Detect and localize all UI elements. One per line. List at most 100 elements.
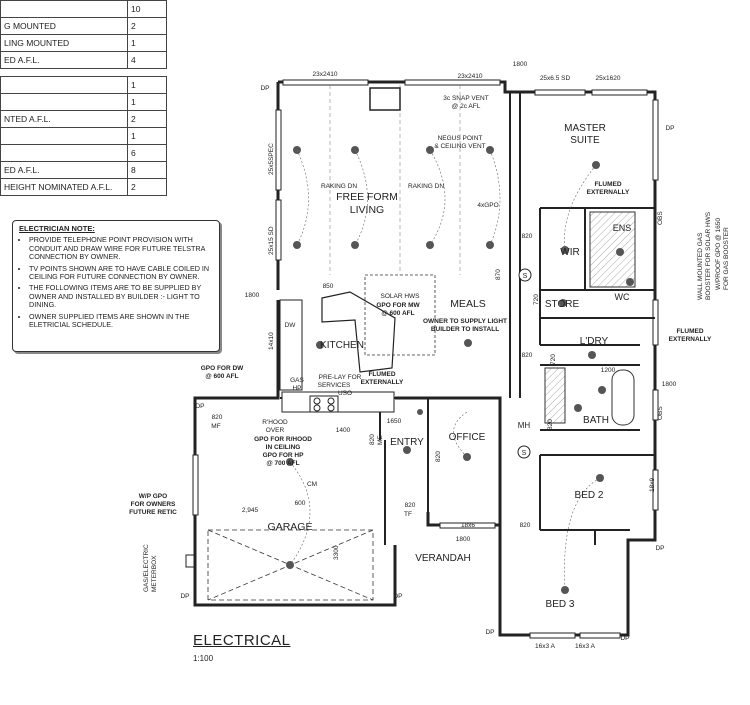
cooktop: [309, 395, 339, 413]
light-icon: [561, 586, 569, 594]
negus-label: & CEILING VENT: [434, 143, 485, 150]
gpo-mw-label: @ 600 AFL: [381, 310, 414, 317]
gpo-dw-label: @ 600 AFL: [205, 373, 238, 380]
rhood-label: OVER: [266, 427, 285, 434]
room-label: MASTER: [564, 123, 606, 134]
prelay-label: PRE-LAY FOR: [319, 374, 362, 381]
dimension-label: 1200: [601, 367, 616, 374]
dishwasher-label: DW: [285, 322, 297, 329]
raking-label: RAKING DN: [408, 183, 444, 190]
flumed-label: EXTERNALLY: [669, 336, 712, 343]
dimension-label: 3300: [333, 545, 340, 560]
dimension-label: 720: [550, 354, 557, 365]
negus-label: NEGUS POINT: [438, 135, 483, 142]
obs-label: OBS: [657, 406, 664, 420]
dimension-label: 1800: [513, 61, 528, 68]
cm-label: CM: [307, 481, 317, 488]
room-label: KITCHEN: [320, 340, 364, 351]
hob-icon: [327, 404, 335, 412]
light-icon: [588, 351, 596, 359]
note-heading: ELECTRICIAN NOTE:: [19, 224, 95, 233]
flumed-label: EXTERNALLY: [587, 189, 630, 196]
wall-gas-label: WALL MOUNTED GAS: [697, 232, 704, 300]
windows: [192, 79, 659, 639]
room-label: MH: [518, 421, 531, 430]
smoke-detector-icon: [517, 445, 531, 459]
switch-label: S: [522, 450, 527, 457]
dimension-label: 820: [435, 451, 442, 462]
dimension-label: 1800: [662, 381, 677, 388]
room-label: ENS: [613, 223, 632, 233]
rhood-label: R'HOOD: [262, 419, 288, 426]
window-label: 25x5SPEC: [268, 143, 275, 175]
light-icon: [574, 404, 582, 412]
room-label: BED 3: [546, 599, 575, 610]
uso-label: USO: [338, 390, 352, 397]
note-item: TV POINTS SHOWN ARE TO HAVE CABLE COILED…: [29, 264, 213, 282]
room-label: MEALS: [450, 298, 486, 310]
bath-shower: [544, 367, 566, 424]
dimension-label: 850: [323, 283, 334, 290]
note-item: THE FOLLOWING ITEMS ARE TO BE SUPPLIED B…: [29, 284, 213, 309]
room-label: STORE: [545, 299, 580, 310]
dimension-label: 600: [295, 500, 306, 507]
meterbox-label: METERBOX: [151, 555, 158, 592]
snap-vent-label: 3c SNAP VENT: [443, 95, 488, 102]
window-label: 23x2410: [313, 71, 338, 78]
room-label: L'DRY: [580, 336, 609, 347]
light-icon: [351, 241, 359, 249]
downpipe-label: DP: [195, 403, 204, 410]
wall-gas-label: BOOSTER FOR SOLAR HWS: [705, 211, 712, 300]
note-item: PROVIDE TELEPHONE POINT PROVISION WITH C…: [29, 236, 213, 261]
light-icon: [293, 241, 301, 249]
wp-gpo-label: FUTURE RETIC: [129, 509, 177, 516]
owner-supply-label: BUILDER TO INSTALL: [431, 326, 499, 333]
window-label: 25x15 SD: [268, 226, 275, 255]
kitchen-bench: [279, 299, 303, 391]
table-row: ED A.F.L.4: [0, 51, 167, 69]
hob-icon: [313, 397, 321, 405]
room-label: WC: [615, 292, 630, 302]
gpo-rhood-label: IN CEILING: [266, 444, 301, 451]
room-label: ENTRY: [390, 437, 424, 448]
flumed-label: FLUMED: [368, 371, 395, 378]
schedule-table-bottom: 1 1 NTED A.F.L.2 1 6 ED A.F.L.8 HEIGHT N…: [0, 76, 167, 196]
snap-vent-icon: [369, 87, 401, 111]
gpo-rhood-label: GPO FOR R/HOOD: [254, 436, 312, 443]
dimension-label: 820: [547, 419, 554, 430]
gas-hp-label: HP: [292, 385, 301, 392]
meterbox-label: GAS/ELECTRIC: [143, 544, 150, 592]
me-label: ME: [377, 435, 384, 445]
downpipe-label: DP: [180, 593, 189, 600]
gpo-label: 4xGPO: [477, 202, 498, 209]
dimension-label: 870: [495, 269, 502, 280]
electrician-note: ELECTRICIAN NOTE: PROVIDE TELEPHONE POIN…: [12, 220, 220, 352]
gas-hp-label: GAS: [290, 377, 304, 384]
room-label: WIR: [560, 247, 579, 258]
dimension-label: 1400: [336, 427, 351, 434]
gpo-mw-label: GPO FOR MW: [376, 302, 420, 309]
light-icon: [559, 299, 567, 307]
wp-gpo-label: FOR OWNERS: [131, 501, 176, 508]
flumed-label: FLUMED: [594, 181, 621, 188]
window-label: 14x10: [268, 332, 275, 350]
light-icon: [316, 341, 324, 349]
hob-icon: [313, 404, 321, 412]
light-icon: [464, 339, 472, 347]
room-label: FREE FORM: [336, 191, 398, 203]
raking-label: RAKING DN: [321, 183, 357, 190]
prelay-label: SERVICES: [318, 382, 351, 389]
wp-1650-label: W/PROOF GPO @ 1650: [715, 218, 722, 290]
switch-label: S: [523, 273, 528, 280]
downpipe-label: DP: [620, 635, 629, 642]
dimension-label: 1800: [245, 292, 260, 299]
light-icon: [403, 446, 411, 454]
gpo-dw-label: GPO FOR DW: [201, 365, 244, 372]
wiring: [289, 149, 601, 591]
meterbox-icon: [185, 554, 195, 568]
note-item: OWNER SUPPLIED ITEMS ARE SHOWN IN THE EL…: [29, 312, 213, 330]
window-label: 23x2410: [458, 73, 483, 80]
table-row: HEIGHT NOMINATED A.F.L.2: [0, 178, 167, 196]
